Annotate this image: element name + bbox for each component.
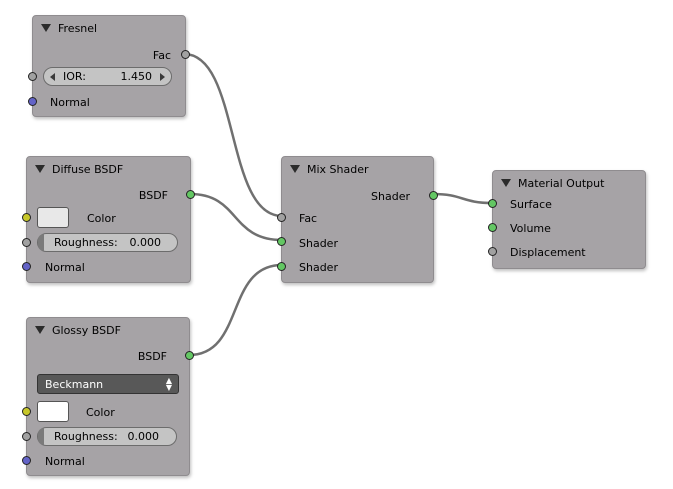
input-displacement-row: Displacement xyxy=(493,242,586,262)
updown-arrows-icon: ▲▼ xyxy=(165,376,172,392)
input-socket-ior[interactable] xyxy=(28,72,37,81)
output-bsdf-row: BSDF xyxy=(138,346,189,366)
collapse-triangle-icon[interactable] xyxy=(35,165,45,173)
output-socket-bsdf[interactable] xyxy=(185,351,194,360)
input-socket-normal[interactable] xyxy=(22,456,31,465)
fresnel-node[interactable]: Fresnel Fac IOR: 1.450 Normal xyxy=(28,15,190,117)
distribution-dropdown[interactable]: Beckmann ▲▼ xyxy=(37,374,179,394)
socket-label: Fac xyxy=(152,48,171,62)
node-title: Fresnel xyxy=(58,21,98,35)
fresnel-header[interactable]: Fresnel xyxy=(33,16,185,40)
output-fac-row: Fac xyxy=(153,45,185,65)
node-title: Mix Shader xyxy=(307,162,369,176)
socket-label: Volume xyxy=(510,221,551,235)
input-socket-color[interactable] xyxy=(22,407,31,416)
distribution-value: Beckmann xyxy=(45,377,104,391)
socket-label: BSDF xyxy=(138,188,168,202)
collapse-triangle-icon[interactable] xyxy=(501,179,511,187)
input-color-row: Color xyxy=(27,402,115,422)
socket-label: Shader xyxy=(371,189,410,203)
input-normal-row: Normal xyxy=(33,92,90,112)
output-header[interactable]: Material Output xyxy=(493,171,645,195)
material-output-node[interactable]: Material Output Surface Volume Displacem… xyxy=(488,170,646,269)
roughness-label: Roughness: xyxy=(54,236,118,249)
input-socket-roughness[interactable] xyxy=(22,238,31,247)
input-surface-row: Surface xyxy=(493,194,552,214)
socket-label: Normal xyxy=(45,454,85,468)
diffuse-color-swatch[interactable] xyxy=(37,207,69,228)
input-normal-row: Normal xyxy=(27,451,85,471)
socket-label: Fac xyxy=(299,211,318,225)
link-diffuse-bsdf-to-mix-shader1 xyxy=(189,192,283,242)
node-title: Diffuse BSDF xyxy=(52,162,124,176)
socket-label: Normal xyxy=(45,260,85,274)
input-color-row: Color xyxy=(27,208,116,228)
input-socket-volume[interactable] xyxy=(488,223,497,232)
socket-label: Color xyxy=(87,211,116,225)
socket-label: Shader xyxy=(299,236,338,250)
input-shader1-row: Shader xyxy=(282,233,338,253)
input-socket-surface[interactable] xyxy=(488,199,497,208)
input-socket-shader-1[interactable] xyxy=(277,237,286,246)
ior-field[interactable]: IOR: 1.450 xyxy=(43,67,172,86)
roughness-slider[interactable]: Roughness: 0.000 xyxy=(37,427,177,446)
input-normal-row: Normal xyxy=(27,257,85,277)
decrement-arrow-icon[interactable] xyxy=(50,72,55,81)
output-bsdf-row: BSDF xyxy=(139,185,190,205)
socket-label: Surface xyxy=(510,197,552,211)
mix-header[interactable]: Mix Shader xyxy=(282,157,433,181)
collapse-triangle-icon[interactable] xyxy=(290,165,300,173)
input-socket-normal[interactable] xyxy=(28,97,37,106)
glossy-header[interactable]: Glossy BSDF xyxy=(27,318,189,342)
node-title: Material Output xyxy=(518,176,605,190)
link-mix-shader-to-output-surface xyxy=(432,192,493,205)
input-socket-fac[interactable] xyxy=(277,213,286,222)
link-fresnel-fac-to-mix-fac xyxy=(183,52,283,218)
collapse-triangle-icon[interactable] xyxy=(35,326,45,334)
glossy-bsdf-node[interactable]: Glossy BSDF BSDF Beckmann ▲▼ Color Rough… xyxy=(22,317,194,476)
output-socket-bsdf[interactable] xyxy=(186,190,195,199)
roughness-value: 0.000 xyxy=(127,430,160,443)
socket-label: Normal xyxy=(50,95,90,109)
link-glossy-bsdf-to-mix-shader2 xyxy=(188,263,283,357)
diffuse-bsdf-node[interactable]: Diffuse BSDF BSDF Color Roughness: 0.000… xyxy=(22,156,195,283)
input-socket-roughness[interactable] xyxy=(22,432,31,441)
roughness-slider[interactable]: Roughness: 0.000 xyxy=(37,233,178,252)
input-volume-row: Volume xyxy=(493,218,551,238)
socket-label: BSDF xyxy=(137,349,167,363)
ior-label: IOR: xyxy=(63,70,86,83)
socket-label: Color xyxy=(86,405,115,419)
increment-arrow-icon[interactable] xyxy=(160,72,165,81)
output-socket-shader[interactable] xyxy=(429,191,438,200)
node-title: Glossy BSDF xyxy=(52,323,121,337)
input-socket-color[interactable] xyxy=(22,213,31,222)
input-socket-shader-2[interactable] xyxy=(277,262,286,271)
socket-label: Displacement xyxy=(510,245,586,259)
diffuse-header[interactable]: Diffuse BSDF xyxy=(27,157,190,181)
input-socket-normal[interactable] xyxy=(22,262,31,271)
roughness-value: 0.000 xyxy=(129,236,162,249)
input-shader2-row: Shader xyxy=(282,257,338,277)
socket-label: Shader xyxy=(299,260,338,274)
input-fac-row: Fac xyxy=(282,208,317,228)
glossy-color-swatch[interactable] xyxy=(37,401,69,422)
output-socket-fac[interactable] xyxy=(181,50,190,59)
output-shader-row: Shader xyxy=(371,186,433,206)
collapse-triangle-icon[interactable] xyxy=(41,24,51,32)
ior-value: 1.450 xyxy=(120,70,153,83)
roughness-label: Roughness: xyxy=(54,430,118,443)
mix-shader-node[interactable]: Mix Shader Shader Fac Shader Shader xyxy=(277,156,438,283)
input-socket-displacement[interactable] xyxy=(488,247,497,256)
